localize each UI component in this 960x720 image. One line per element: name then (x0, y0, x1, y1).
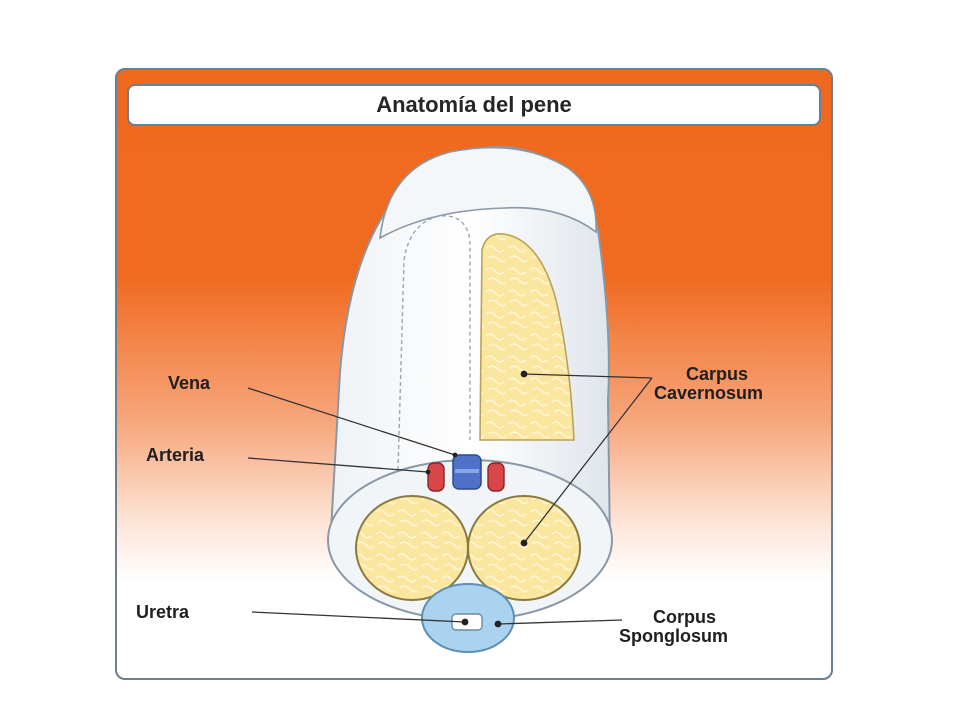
artery-left (427, 462, 445, 492)
label-arteria: Arteria (146, 445, 205, 465)
artery-right (487, 462, 505, 492)
leader-uretra (251, 611, 466, 623)
glans (379, 146, 597, 240)
label-vena: Vena (168, 373, 211, 393)
label-carpus-line2: Cavernosum (654, 383, 764, 403)
diagram-title: Anatomía del pene (127, 84, 821, 126)
label-corpus-line2: Sponglosum (619, 626, 728, 646)
leader-carpus-2 (523, 377, 653, 544)
left-cavernosum-outline (397, 215, 471, 471)
leader-carpus-1 (523, 373, 653, 379)
label-uretra: Uretra (136, 602, 190, 622)
leader-vena (247, 387, 456, 456)
right-cavernosum-section (467, 495, 581, 601)
label-corpus-line1: Corpus (653, 607, 716, 627)
leader-arteria (247, 457, 429, 473)
left-cavernosum-section (355, 495, 469, 601)
leader-corpus (497, 619, 623, 625)
right-cavernosum-body (479, 233, 575, 441)
label-carpus-line1: Carpus (686, 364, 749, 384)
